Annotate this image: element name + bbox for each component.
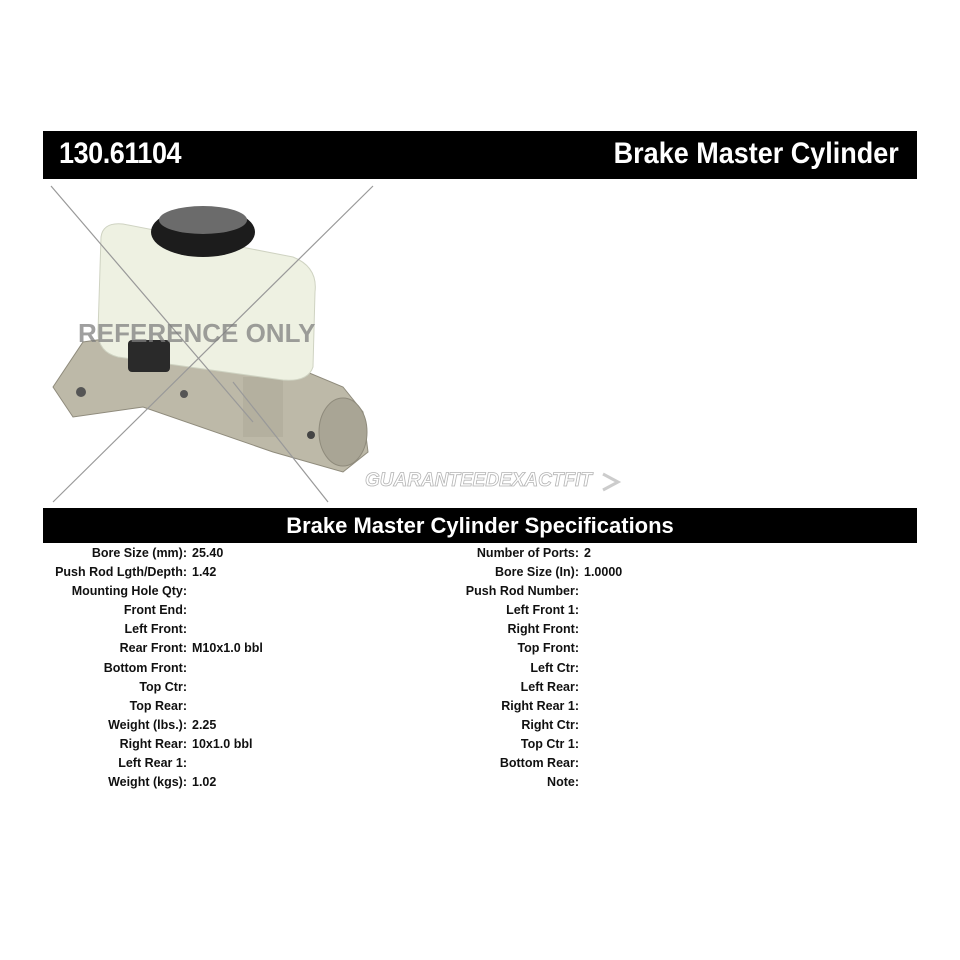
spec-value: 2 xyxy=(584,546,591,560)
spec-row: Right Ctr: xyxy=(440,718,840,737)
spec-row: Bore Size (mm): 25.40 xyxy=(43,546,443,565)
spec-label: Bottom Front: xyxy=(103,660,187,675)
spec-row: Number of Ports: 2 xyxy=(440,546,840,565)
spec-row: Right Rear: 10x1.0 bbl xyxy=(43,737,443,756)
spec-label: Front End: xyxy=(123,603,187,618)
spec-label: Push Rod Lgth/Depth: xyxy=(55,565,187,580)
spec-row: Left Rear 1: xyxy=(43,756,443,775)
spec-row: Front End: xyxy=(43,603,443,622)
spec-label: Left Ctr: xyxy=(530,660,579,675)
spec-row: Push Rod Lgth/Depth: 1.42 xyxy=(43,565,443,584)
spec-value: 2.25 xyxy=(192,717,217,732)
spec-row: Right Front: xyxy=(440,622,840,641)
spec-row: Top Front: xyxy=(440,641,840,660)
spec-row: Weight (lbs.): 2.25 xyxy=(43,718,443,737)
spec-value: 1.0000 xyxy=(584,565,623,580)
spec-row: Weight (kgs): 1.02 xyxy=(43,775,443,794)
spec-value: 1.02 xyxy=(192,775,217,790)
spec-row: Top Ctr 1: xyxy=(440,737,840,756)
spec-label: Left Rear 1: xyxy=(118,756,187,771)
spec-label: Rear Front: xyxy=(119,641,187,656)
spec-row: Top Ctr: xyxy=(43,680,443,699)
spec-label: Weight (lbs.): xyxy=(108,717,187,732)
spec-row: Bottom Rear: xyxy=(440,756,840,775)
spec-value: M10x1.0 bbl xyxy=(192,641,263,656)
spec-label: Mounting Hole Qty: xyxy=(71,584,187,599)
spec-label: Note: xyxy=(547,775,579,790)
spec-row: Left Ctr: xyxy=(440,661,840,680)
spec-label: Bore Size (In): xyxy=(494,565,579,580)
spec-label: Right Rear 1: xyxy=(501,698,579,713)
spec-row: Mounting Hole Qty: xyxy=(43,584,443,603)
spec-label: Top Ctr: xyxy=(139,679,187,694)
spec-value: 10x1.0 bbl xyxy=(192,736,253,751)
spec-label: Push Rod Number: xyxy=(465,584,579,599)
product-title: Brake Master Cylinder xyxy=(613,137,899,170)
spec-row: Left Front 1: xyxy=(440,603,840,622)
spec-row: Right Rear 1: xyxy=(440,699,840,718)
spec-label: Weight (kgs): xyxy=(108,775,187,790)
spec-label: Number of Ports: xyxy=(476,546,579,560)
spec-label: Left Front 1: xyxy=(506,603,579,618)
spec-label: Top Front: xyxy=(517,641,579,656)
guaranteed-exact-fit-watermark: GUARANTEEDEXACTFIT xyxy=(365,470,593,491)
spec-row: Rear Front: M10x1.0 bbl xyxy=(43,641,443,660)
spec-label: Right Rear: xyxy=(119,736,187,751)
spec-label: Bottom Rear: xyxy=(499,756,579,771)
spec-row: Left Front: xyxy=(43,622,443,641)
spec-row: Push Rod Number: xyxy=(440,584,840,603)
spec-label: Left Rear: xyxy=(520,679,579,694)
specs-left-column: Bore Size (mm): 25.40 Push Rod Lgth/Depth… xyxy=(43,546,443,794)
product-image: REFERENCE ONLY GUARANTEEDEXACTFIT xyxy=(43,182,643,507)
specs-right-column: Number of Ports:2 Bore Size (In):1.0000 … xyxy=(440,546,840,794)
spec-value: 1.42 xyxy=(192,565,217,580)
spec-label: Right Front: xyxy=(507,622,579,637)
spec-label: Left Front: xyxy=(124,622,187,637)
spec-row: Left Rear: xyxy=(440,680,840,699)
spec-row: Top Rear: xyxy=(43,699,443,718)
spec-value: 25.40 xyxy=(192,546,224,560)
spec-label: Bore Size (mm): xyxy=(91,546,187,560)
spec-label: Top Rear: xyxy=(129,698,187,713)
spec-row: Bore Size (In): 1.0000 xyxy=(440,565,840,584)
reference-only-watermark: REFERENCE ONLY xyxy=(78,318,315,348)
spec-label: Top Ctr 1: xyxy=(520,736,579,751)
spec-row: Bottom Front: xyxy=(43,661,443,680)
part-number: 130.61104 xyxy=(59,137,182,170)
specifications-header: Brake Master Cylinder Specifications xyxy=(43,508,917,543)
spec-row: Note: xyxy=(440,775,840,794)
spec-label: Right Ctr: xyxy=(521,717,579,732)
title-bar: 130.61104 Brake Master Cylinder xyxy=(43,131,917,179)
